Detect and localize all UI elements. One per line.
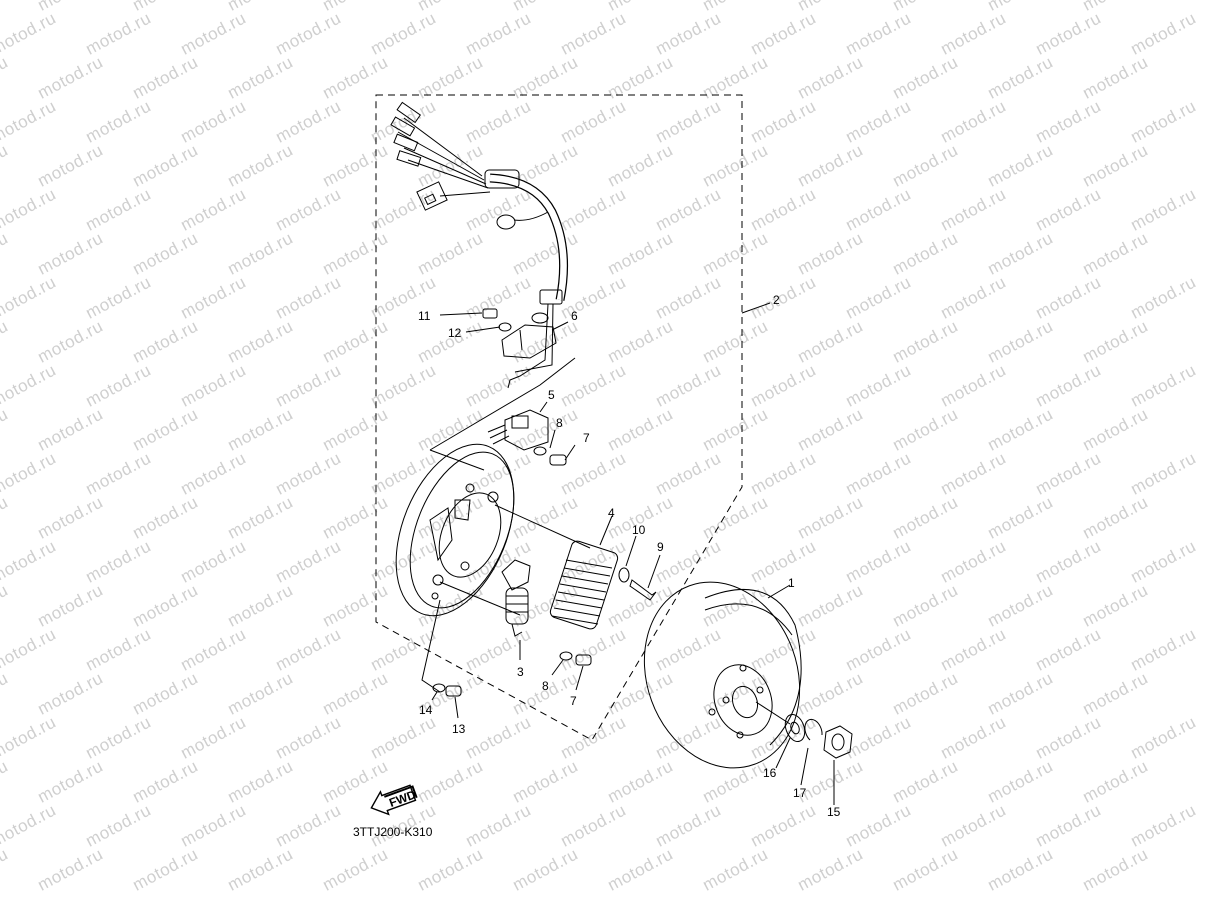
screw-7-upper <box>549 454 567 466</box>
callout-6: 6 <box>571 309 578 323</box>
fwd-label: FWD <box>387 787 418 810</box>
wire-harness <box>390 101 569 389</box>
screw-11 <box>482 308 498 319</box>
washer-16 <box>784 713 806 743</box>
callout-15: 15 <box>827 805 841 819</box>
stator-assembly-boundary <box>375 94 743 741</box>
source-coil <box>549 540 619 630</box>
callout-17: 17 <box>793 786 807 800</box>
callout-7a: 7 <box>583 431 590 445</box>
lighting-coil <box>501 559 531 637</box>
callout-5: 5 <box>548 388 555 402</box>
callout-7b: 7 <box>570 694 577 708</box>
bolt-13 <box>445 685 462 697</box>
callout-10: 10 <box>632 523 646 537</box>
washer-8-upper <box>533 446 547 456</box>
screw-7-lower <box>575 654 592 666</box>
pickup-coil <box>487 409 549 451</box>
callout-14: 14 <box>419 703 433 717</box>
flywheel-rotor <box>643 581 802 769</box>
stator-base-plate <box>395 443 515 617</box>
callout-8a: 8 <box>556 416 563 430</box>
washer-8-lower <box>559 651 573 661</box>
callout-13: 13 <box>452 722 466 736</box>
washer-10 <box>618 567 630 583</box>
callout-4: 4 <box>608 506 615 520</box>
wire-clamp <box>501 312 557 359</box>
nut-15 <box>823 725 853 759</box>
callout-8b: 8 <box>542 679 549 693</box>
callout-11: 11 <box>418 309 431 323</box>
callout-9: 9 <box>657 540 664 554</box>
diagram-code: 3TTJ200-K310 <box>353 825 433 839</box>
callout-2: 2 <box>773 293 780 307</box>
callout-16: 16 <box>763 766 777 780</box>
washer-14 <box>432 683 446 693</box>
callout-1: 1 <box>788 576 795 590</box>
lock-washer-17 <box>804 718 823 741</box>
washer-12 <box>498 322 512 332</box>
screw-9 <box>629 579 657 601</box>
callout-12: 12 <box>448 326 462 340</box>
callout-3: 3 <box>517 665 524 679</box>
forward-arrow <box>370 784 418 816</box>
